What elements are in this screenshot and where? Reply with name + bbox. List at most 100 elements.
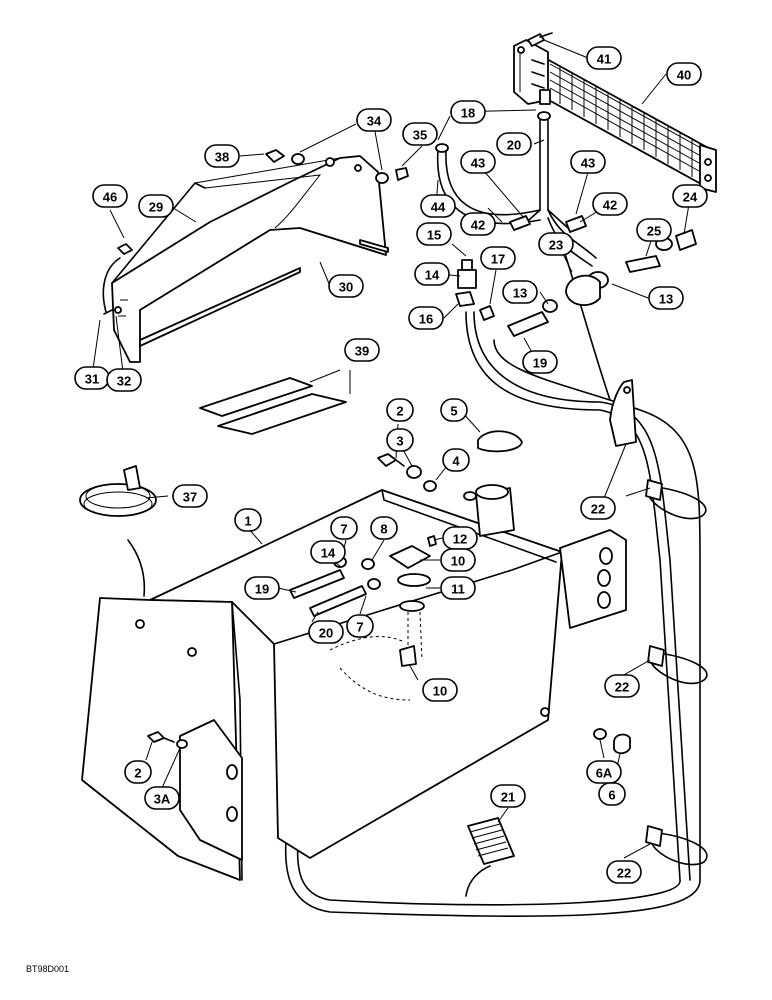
- callout-number: 2: [396, 404, 403, 419]
- callout-c18: 18: [450, 100, 486, 124]
- hose-coil-37: [79, 465, 157, 597]
- callout-number: 17: [491, 252, 505, 267]
- callout-bubble: [414, 262, 450, 286]
- callout-bubble: [310, 540, 346, 564]
- callout-c31: 31: [74, 366, 110, 390]
- callout-bubble: [124, 760, 152, 784]
- callout-number: 21: [501, 790, 515, 805]
- callout-bubble: [490, 784, 526, 808]
- callout-c16: 16: [408, 306, 444, 330]
- callout-number: 25: [647, 224, 661, 239]
- callout-c10b: 10: [422, 678, 458, 702]
- callout-number: 32: [117, 374, 131, 389]
- callout-number: 34: [367, 114, 382, 129]
- callout-c25: 25: [636, 218, 672, 242]
- callout-c46: 46: [92, 184, 128, 208]
- callout-c14a: 14: [414, 262, 450, 286]
- callout-c14b: 14: [310, 540, 346, 564]
- callout-bubble: [460, 150, 496, 174]
- callout-bubble: [422, 678, 458, 702]
- callout-c7b: 7: [346, 614, 374, 638]
- callout-bubble: [138, 194, 174, 218]
- callout-bubble: [328, 274, 364, 298]
- callout-c10a: 10: [440, 548, 476, 572]
- callout-number: 7: [356, 620, 363, 635]
- callout-c3: 3: [386, 428, 414, 452]
- callout-c23: 23: [538, 232, 574, 256]
- callout-bubble: [460, 212, 496, 236]
- callout-c8: 8: [370, 516, 398, 540]
- callout-c6: 6: [598, 782, 626, 806]
- cap-5: [477, 430, 523, 453]
- callout-bubble: [440, 548, 476, 572]
- callout-number: 22: [591, 502, 605, 517]
- condenser-core: [544, 57, 717, 193]
- callout-c24: 24: [672, 184, 708, 208]
- callout-c13b: 13: [648, 286, 684, 310]
- callout-bubble: [450, 100, 486, 124]
- callout-c41: 41: [586, 46, 622, 70]
- callout-bubble: [592, 192, 628, 216]
- strap-22-top: [609, 379, 637, 447]
- callout-c2a: 2: [386, 398, 414, 422]
- callout-number: 42: [603, 198, 617, 213]
- callout-number: 3A: [154, 792, 171, 807]
- callout-bubble: [648, 286, 684, 310]
- callout-c35: 35: [402, 122, 438, 146]
- callout-bubble: [386, 428, 414, 452]
- callout-bubble: [666, 62, 702, 86]
- callout-c22b: 22: [604, 674, 640, 698]
- callout-number: 29: [149, 200, 163, 215]
- callout-number: 22: [615, 680, 629, 695]
- callout-number: 37: [183, 490, 197, 505]
- callout-number: 14: [425, 268, 440, 283]
- callout-number: 7: [340, 522, 347, 537]
- callout-bubble: [570, 150, 606, 174]
- callout-number: 18: [461, 106, 475, 121]
- hose-clamps-fittings: [435, 111, 697, 337]
- callout-number: 19: [255, 582, 269, 597]
- callout-number: 6A: [596, 766, 613, 781]
- callout-bubble: [480, 246, 516, 270]
- callout-number: 20: [319, 626, 333, 641]
- callout-c20b: 20: [308, 620, 344, 644]
- condenser-bracket: [513, 39, 551, 105]
- callout-number: 38: [215, 150, 229, 165]
- callout-number: 31: [85, 372, 99, 387]
- callout-number: 46: [103, 190, 117, 205]
- callout-number: 3: [396, 434, 403, 449]
- callout-bubble: [308, 620, 344, 644]
- shroud-panel: [111, 155, 387, 363]
- callout-bubble: [92, 184, 128, 208]
- callout-bubble: [636, 218, 672, 242]
- callout-bubble: [356, 108, 392, 132]
- callout-number: 6: [608, 788, 615, 803]
- callout-number: 35: [413, 128, 427, 143]
- callout-number: 15: [427, 228, 441, 243]
- spring-guard-21: [465, 817, 515, 897]
- callout-c29: 29: [138, 194, 174, 218]
- callout-number: 44: [431, 200, 446, 215]
- callout-number: 43: [581, 156, 595, 171]
- foam-pads-39: [199, 377, 347, 435]
- callout-c17: 17: [480, 246, 516, 270]
- callout-number: 19: [533, 356, 547, 371]
- callout-bubble: [346, 614, 374, 638]
- callout-number: 12: [453, 532, 467, 547]
- callout-bubble: [606, 860, 642, 884]
- callout-c32: 32: [106, 368, 142, 392]
- callout-number: 10: [433, 684, 447, 699]
- callout-bubble: [386, 398, 414, 422]
- callout-c4: 4: [442, 448, 470, 472]
- callout-c22a: 22: [580, 496, 616, 520]
- callout-c44: 44: [420, 194, 456, 218]
- callout-c34: 34: [356, 108, 392, 132]
- callout-bubble: [604, 674, 640, 698]
- callout-number: 14: [321, 546, 336, 561]
- callout-bubble: [144, 786, 180, 810]
- bolt-41: [527, 32, 553, 47]
- drawing-code: BT98D001: [26, 964, 69, 974]
- callout-c39: 39: [344, 338, 380, 362]
- callout-c19a: 19: [522, 350, 558, 374]
